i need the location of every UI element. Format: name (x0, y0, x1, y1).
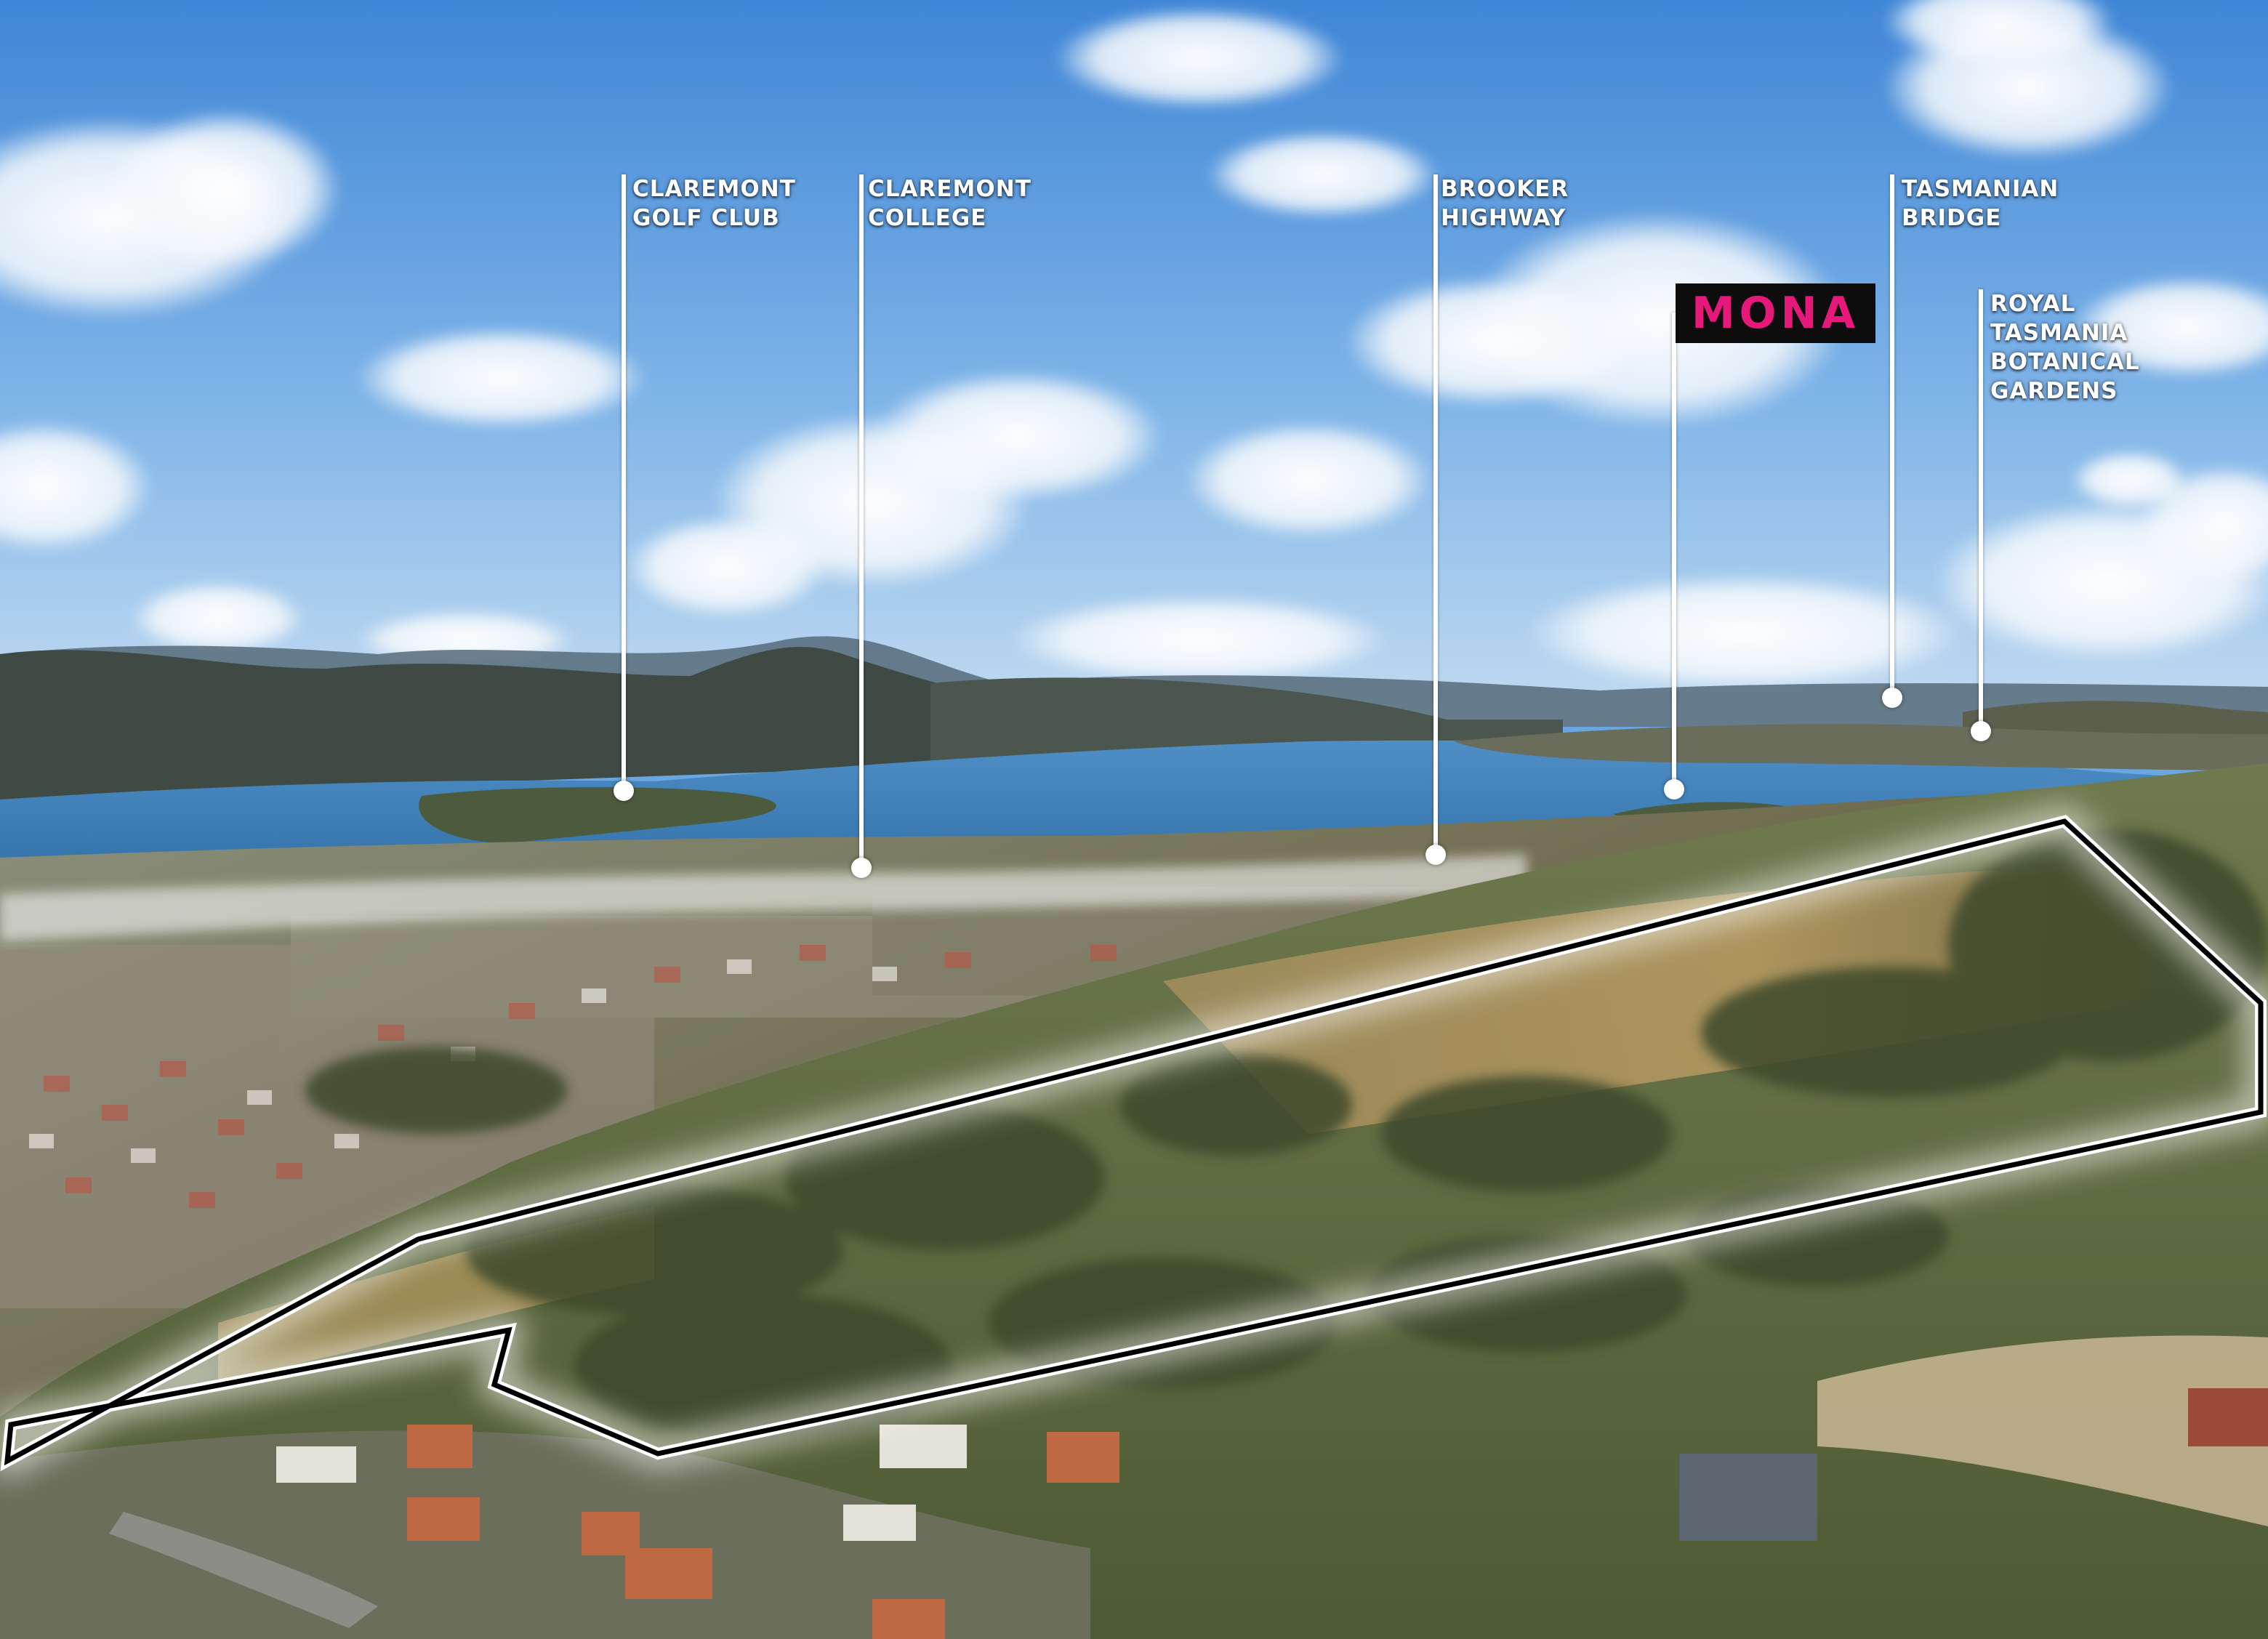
callout-label: ROYAL TASMANIA BOTANICAL GARDENS (1990, 289, 2140, 406)
callout-leader-line (1672, 313, 1676, 789)
callout-label: TASMANIAN BRIDGE (1902, 174, 2059, 233)
callout-label-line: BRIDGE (1902, 205, 2002, 231)
callout-leader-line (1890, 174, 1894, 698)
callout-label-line: CLAREMONT (868, 176, 1032, 202)
callout-label: CLAREMONT GOLF CLUB (632, 174, 796, 233)
callout-label-line: BROOKER (1441, 176, 1569, 202)
callout-label-line: CLAREMONT (632, 176, 796, 202)
callout-label-line: BOTANICAL (1990, 349, 2140, 375)
callout-leader-line (622, 174, 626, 792)
callout-label-line: COLLEGE (868, 205, 987, 231)
callout-marker-dot (614, 781, 634, 801)
callout-label-line: TASMANIA (1990, 320, 2128, 346)
callout-label-line: ROYAL (1990, 291, 2076, 317)
callout-label-line: GARDENS (1990, 378, 2118, 404)
mona-logo: MONA (1676, 283, 1875, 343)
callout-leader-line (859, 174, 864, 869)
callout-label-line: GOLF CLUB (632, 205, 780, 231)
callout-leader-line (1433, 174, 1438, 854)
mona-logo-text: MONA (1691, 288, 1860, 339)
callout-leader-line (1979, 289, 1983, 736)
callout-marker-dot (1664, 779, 1684, 800)
callout-marker-dot (1425, 845, 1446, 865)
callout-marker-dot (851, 858, 872, 878)
callout-marker-dot (1882, 688, 1902, 708)
callout-marker-dot (1971, 721, 1991, 741)
callout-label-line: HIGHWAY (1441, 205, 1567, 231)
callout-label: BROOKER HIGHWAY (1441, 174, 1569, 233)
callout-label-line: TASMANIAN (1902, 176, 2059, 202)
callout-label: CLAREMONT COLLEGE (868, 174, 1032, 233)
